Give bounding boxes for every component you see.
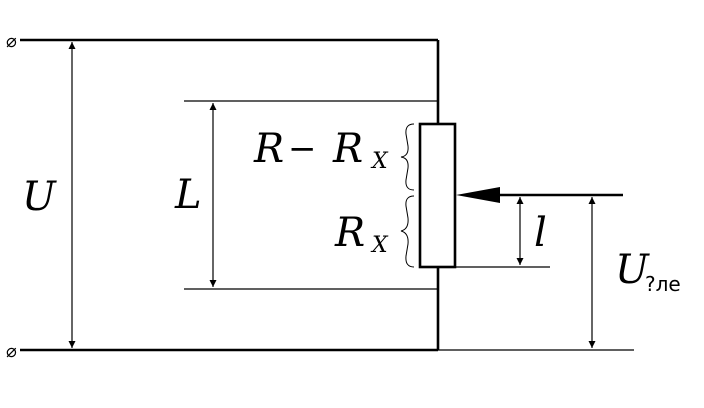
lower-brace	[400, 195, 415, 268]
upper-resistance-label-r: R	[253, 126, 284, 172]
lower-resistance-subscript: X	[370, 233, 389, 258]
bottom-terminal-symbol: ⌀	[6, 341, 17, 362]
upper-resistance-label-rx: R	[332, 126, 363, 172]
slider-arrowhead	[456, 187, 500, 203]
top-terminal-symbol: ⌀	[6, 31, 17, 52]
upper-resistance-label-minus: −	[288, 129, 317, 169]
lower-resistance-label-r: R	[334, 210, 365, 256]
upper-resistance-subscript: X	[370, 149, 389, 174]
voltage-label: U	[22, 174, 57, 220]
upper-brace	[400, 123, 415, 191]
length-label: L	[174, 172, 202, 218]
output-voltage-label: U	[615, 247, 650, 293]
resistor-body	[418, 122, 457, 269]
slider-length-label: l	[534, 210, 547, 256]
output-voltage-subscript: ?ле	[645, 272, 681, 296]
